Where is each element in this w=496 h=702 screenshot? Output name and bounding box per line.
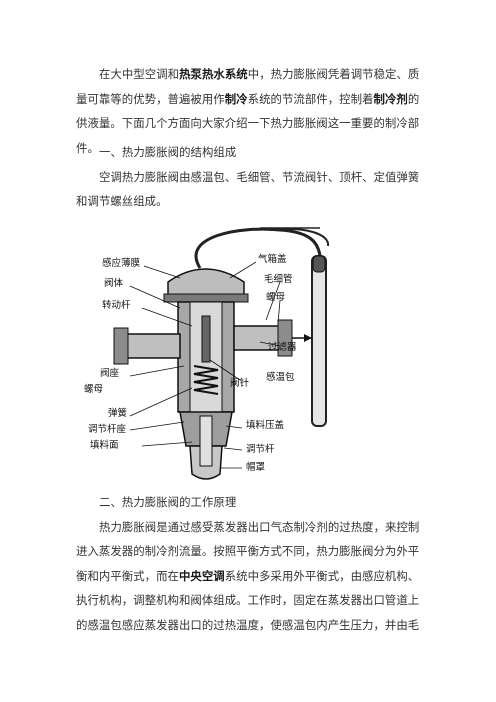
- valve-drawing: 感应薄膜 气箱盖 阀体 毛细管 螺母 转动杆 过滤器 阀座 感温包 螺母 阀针 …: [80, 216, 420, 488]
- label-packing: 填料面: [90, 439, 119, 451]
- intro-segment: 中，热力膨胀阀凭着调节稳定、质量可靠等的优势，普遍被用作: [76, 67, 420, 106]
- section1-heading: 一、热力膨胀阀的结构组成: [99, 145, 237, 159]
- keyword-link[interactable]: 热泵热水系统: [179, 67, 248, 81]
- capillary-tube: [194, 227, 322, 269]
- label-filter: 过滤器: [268, 341, 297, 353]
- intro-segment: 在大中型空调和: [99, 67, 180, 81]
- label-valve-seat: 阀座: [100, 367, 120, 379]
- label-valve-body: 阀体: [104, 277, 124, 289]
- section2-segment: 热力膨胀阀是通过感受蒸发器出口气态制冷剂的过热度，来控制进入蒸发器的制冷剂流量。…: [76, 519, 420, 583]
- intro-segment: 系统的节流部件，控制着: [247, 91, 374, 106]
- keyword-link[interactable]: 制冷剂: [373, 91, 408, 106]
- label-air-box-cover: 气箱盖: [258, 253, 287, 265]
- sensing-bulb: [311, 255, 327, 427]
- label-capillary: 毛细管: [264, 273, 293, 285]
- keyword-link[interactable]: 制冷: [224, 91, 248, 106]
- label-nut-left: 螺母: [84, 384, 103, 395]
- section2-body: 热力膨胀阀是通过感受蒸发器出口气态制冷剂的过热度，来控制进入蒸发器的制冷剂流量。…: [76, 515, 424, 638]
- label-needle: 阀针: [230, 377, 250, 389]
- label-nut-top: 螺母: [266, 292, 285, 303]
- left-fitting: [123, 333, 181, 359]
- label-sensing-diaphragm: 感应薄膜: [102, 257, 141, 269]
- label-transmission-rod: 转动杆: [102, 299, 131, 311]
- section1: 一、热力膨胀阀的结构组成 空调热力膨胀阀由感温包、毛细管、节流阀针、顶杆、定值弹…: [76, 140, 424, 214]
- intro-paragraph: 在大中型空调和热泵热水系统中，热力膨胀阀凭着调节稳定、质量可靠等的优势，普遍被用…: [76, 62, 424, 160]
- intro-text: 在大中型空调和热泵热水系统中，热力膨胀阀凭着调节稳定、质量可靠等的优势，普遍被用…: [76, 62, 424, 160]
- section2-segment: 系统中多采用外平衡式，由感应机构、执行机构，调整机构和阀体组成。工作时，固定在蒸…: [76, 568, 420, 632]
- label-cap: 帽罩: [246, 461, 265, 473]
- intro-segment: 的供液量。下面几个方面向大家介绍一下热力膨胀阀这一重要的制冷部件。: [76, 91, 420, 155]
- diaphragm-head: [167, 268, 245, 297]
- label-sensing-bulb: 感温包: [266, 371, 295, 383]
- label-adjust-rod: 调节杆: [246, 443, 275, 455]
- section1-body: 空调热力膨胀阀由感温包、毛细管、节流阀针、顶杆、定值弹簧和调节螺丝组成。: [76, 169, 420, 209]
- label-adjust-seat: 调节杆座: [88, 423, 127, 435]
- section2-heading: 二、热力膨胀阀的工作原理: [99, 495, 237, 509]
- expansion-valve-diagram: 感应薄膜 气箱盖 阀体 毛细管 螺母 转动杆 过滤器 阀座 感温包 螺母 阀针 …: [80, 216, 420, 488]
- spring: [193, 365, 219, 395]
- right-fitting: [233, 325, 283, 351]
- section2: 二、热力膨胀阀的工作原理 热力膨胀阀是通过感受蒸发器出口气态制冷剂的过热度，来控…: [76, 490, 424, 637]
- label-spring: 弹簧: [108, 407, 128, 419]
- label-packing-gland: 填料压盖: [246, 419, 285, 431]
- keyword-link[interactable]: 中央空调: [178, 568, 225, 583]
